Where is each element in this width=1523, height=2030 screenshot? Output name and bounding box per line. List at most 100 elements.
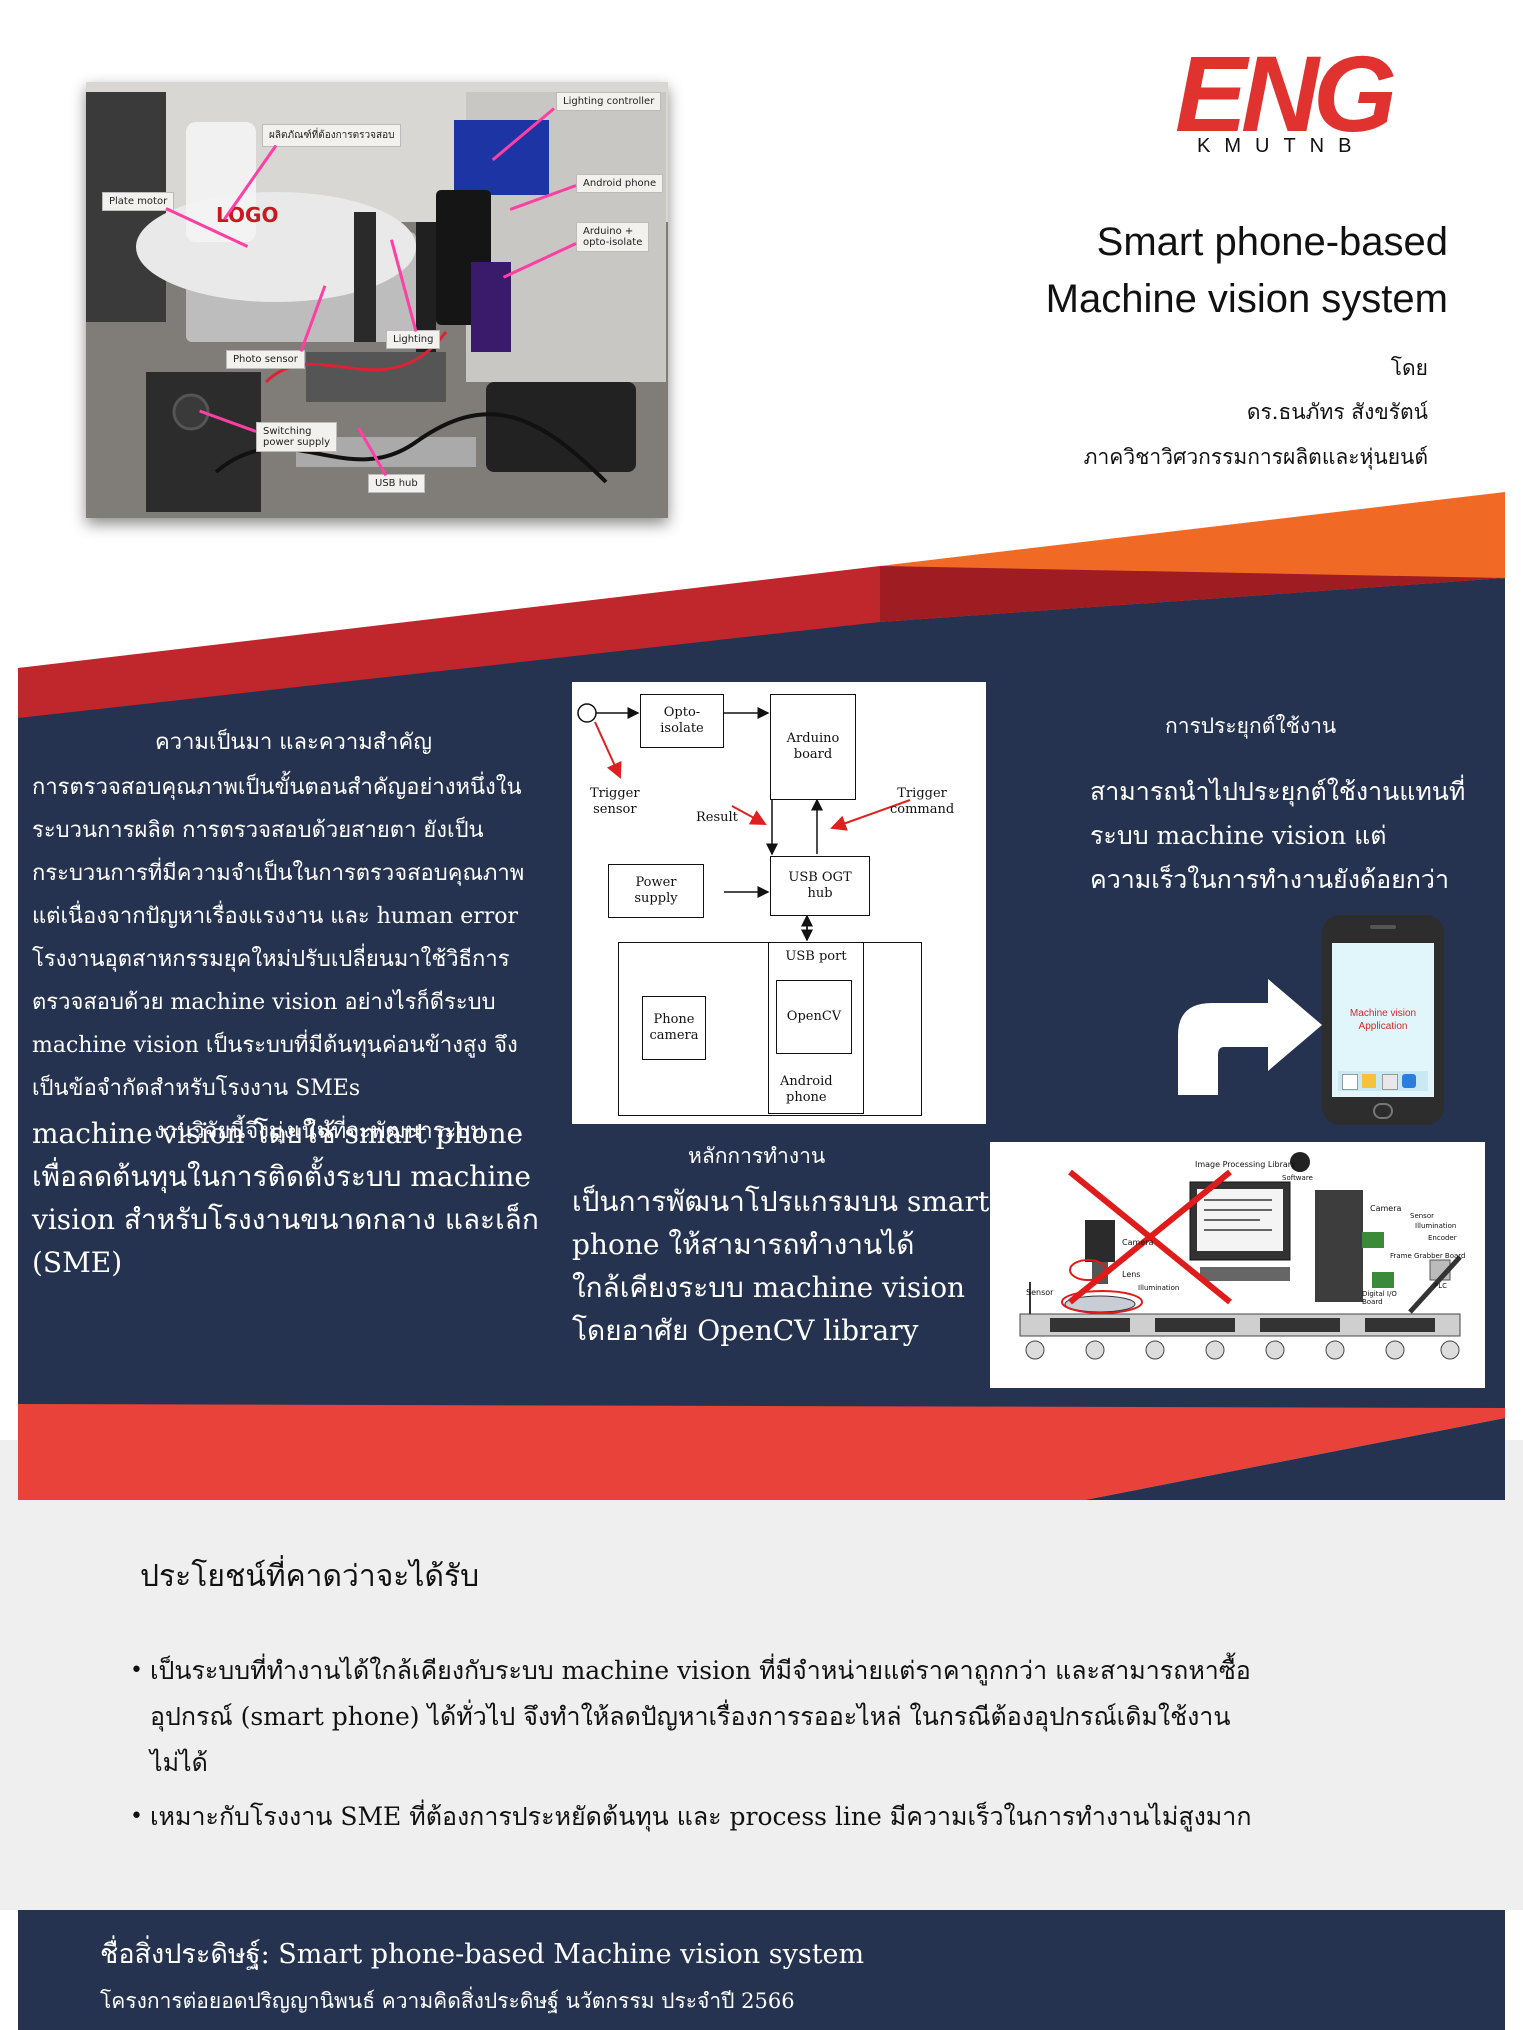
benefit-line: อุปกรณ์ (smart phone) ได้ทั่วไป จึงทำให้… [150, 1702, 1231, 1731]
conveyor-drawing [1019, 1152, 1462, 1360]
title-line-2: Machine vision system [1045, 277, 1448, 321]
background-line: โรงงานอุตสาหกรรมยุคใหม่ปรับเปลี่ยนมาใช้ว… [32, 947, 510, 972]
background-line: เป็นข้อจำกัดสำหรับโรงงาน SMEs [32, 1076, 361, 1101]
background-line-large: เพื่อลดต้นทุนในการติดตั้งระบบ machine [32, 1160, 531, 1193]
phone-home-button [1373, 1103, 1393, 1119]
benefit-line: เหมาะกับโรงงาน SME ที่ต้องการประหยัดต้นท… [150, 1802, 1252, 1831]
contacts-icon [1382, 1074, 1398, 1090]
background-line: การตรวจสอบคุณภาพเป็นขั้นตอนสำคัญอย่างหนึ… [32, 775, 522, 800]
working-line: โดยอาศัย OpenCV library [572, 1314, 919, 1347]
working-line: เป็นการพัฒนาโปรแกรมบน smart [572, 1185, 990, 1218]
benefit-line: ไม่ได้ [150, 1748, 208, 1777]
conveyor-label-encoder: Encoder [1428, 1234, 1457, 1242]
conveyor-label-lens: Lens [1122, 1270, 1141, 1279]
background-line-large: vision สำหรับโรงงานขนาดกลาง และเล็ก [32, 1203, 539, 1236]
logo-kmutnb-text: KMUTNB [1197, 135, 1366, 157]
background-body-large: machine vision โดยใช้ smart phone เพื่อล… [32, 1112, 552, 1284]
benefits-background [0, 1440, 1523, 1910]
curved-arrow-icon [1178, 979, 1322, 1095]
background-body: การตรวจสอบคุณภาพเป็นขั้นตอนสำคัญอย่างหนึ… [32, 766, 552, 1153]
bottle-logo: LOGO [216, 203, 279, 227]
byline-by: โดย [1390, 356, 1428, 380]
notes-icon [1362, 1074, 1376, 1088]
bullet-icon: • [130, 1804, 143, 1829]
callout-switching-power: Switching power supply [256, 422, 338, 452]
background-line-large: machine vision โดยใช้ smart phone [32, 1117, 524, 1150]
application-body: สามารถนำไปประยุกต์ใช้งานแทนที่ ระบบ mach… [1090, 770, 1470, 902]
bottom-red-stripe [18, 1404, 1505, 1500]
background-line: กระบวนการที่มีความจำเป็นในการตรวจสอบคุณภ… [32, 861, 525, 886]
eng-kmutnb-logo: ENG KMUTNB [1175, 40, 1415, 170]
diagram-android-label: Android phone [780, 1074, 833, 1105]
background-line: ระบวนการผลิต การตรวจสอบด้วยสายตา ยังเป็น [32, 818, 484, 843]
photo-illustration [86, 82, 668, 518]
callout-android-phone: Android phone [576, 174, 664, 193]
background-line: ตรวจสอบด้วย machine vision อย่างไรก็ดีระ… [32, 990, 496, 1015]
footer-invention-name: ชื่อสิ่งประดิษฐ์: Smart phone-based Mach… [100, 1939, 865, 1970]
benefit-item-1: • เป็นระบบที่ทำงานได้ใกล้เคียงกับระบบ ma… [130, 1648, 1390, 1786]
diagram-phone-camera: Phone camera [642, 996, 706, 1060]
bottom-navy-corner [1085, 1418, 1505, 1500]
footer-bar [18, 1910, 1505, 2030]
smartphone-illustration: Machine vision Application [1322, 915, 1444, 1125]
callout-lighting: Lighting [386, 330, 441, 349]
footer-project-name: โครงการต่อยอดปริญญานิพนธ์ ความคิดสิ่งประ… [100, 1989, 795, 2013]
diagram-power-supply: Power supply [608, 864, 704, 918]
diagram-result-label: Result [696, 810, 738, 825]
conveyor-label-illumination: Illumination [1138, 1284, 1180, 1292]
diagram-connectors [577, 703, 911, 1033]
block-diagram: Opto- isolate Arduino board Trigger sens… [572, 682, 986, 1124]
callout-usb-hub: USB hub [368, 474, 425, 493]
title-line-1: Smart phone-based [1096, 220, 1448, 264]
phone-speaker [1370, 925, 1396, 929]
phone-screen: Machine vision Application [1332, 943, 1434, 1097]
callout-product: ผลิตภัณฑ์ที่ต้องการตรวจสอบ [262, 124, 402, 147]
background-line: งานวิจัยนี้จึงมุ่งเน้นที่จะพัฒนาระบบ [112, 1119, 485, 1144]
crimson-stripe [18, 566, 880, 718]
background-line-large: (SME) [32, 1246, 123, 1279]
background-line: machine vision เป็นระบบที่มีต้นทุนค่อนข้… [32, 1033, 518, 1058]
traditional-machine-vision-illustration: Image Processing Library Software Camera… [990, 1142, 1485, 1388]
conveyor-label-digital-io: Digital I/O Board [1362, 1290, 1397, 1306]
conveyor-label-frame-grabber: Frame Grabber Board [1390, 1252, 1466, 1260]
callout-lighting-controller: Lighting controller [556, 92, 662, 111]
callout-plate-motor: Plate motor [102, 192, 175, 211]
diagram-arduino-board: Arduino board [770, 694, 856, 800]
conveyor-label-camera-right: Camera [1370, 1204, 1402, 1213]
application-heading: การประยุกต์ใช้งาน [1165, 714, 1337, 738]
diagram-trigger-command-label: Trigger command [890, 786, 955, 817]
working-line: ใกล้เคียงระบบ machine vision [572, 1271, 966, 1304]
callout-arduino: Arduino + opto-isolate [576, 222, 650, 252]
conveyor-label-camera: Camera [1122, 1238, 1154, 1247]
diagram-trigger-sensor-label: Trigger sensor [590, 786, 640, 817]
application-line: สามารถนำไปประยุกต์ใช้งานแทนที่ [1090, 777, 1466, 806]
conveyor-label-library: Image Processing Library [1195, 1160, 1296, 1169]
conveyor-label-illumination-right: Illumination [1415, 1222, 1457, 1230]
phone-dock [1338, 1071, 1428, 1091]
benefit-line: เป็นระบบที่ทำงานได้ใกล้เคียงกับระบบ mach… [150, 1656, 1251, 1685]
application-line: ระบบ machine vision แต่ [1090, 821, 1387, 850]
background-heading: ความเป็นมา และความสำคัญ [155, 730, 432, 755]
logo-eng-text: ENG [1175, 33, 1397, 154]
phone-app-label: Machine vision Application [1349, 1008, 1417, 1032]
setup-photo: LOGO Lighting controller ผลิตภัณฑ์ที่ต้อ… [86, 82, 668, 518]
working-line: phone ให้สามารถทำงานได้ [572, 1228, 915, 1261]
conveyor-label-sensor: Sensor [1026, 1288, 1054, 1297]
benefit-item-2: • เหมาะกับโรงงาน SME ที่ต้องการประหยัดต้… [130, 1794, 1390, 1840]
bullet-icon: • [130, 1658, 143, 1683]
working-body: เป็นการพัฒนาโปรแกรมบน smart phone ให้สาม… [572, 1180, 992, 1352]
conveyor-label-software: Software [1282, 1174, 1313, 1182]
application-line: ความเร็วในการทำงานยังด้อยกว่า [1090, 865, 1450, 894]
byline-author: ดร.ธนภัทร สังขรัตน์ [1246, 400, 1428, 424]
benefits-heading: ประโยชน์ที่คาดว่าจะได้รับ [140, 1559, 480, 1594]
working-heading: หลักการทำงาน [688, 1144, 826, 1168]
calendar-icon [1342, 1074, 1358, 1090]
diagram-opencv: OpenCV [776, 980, 852, 1054]
red-shard [880, 566, 1505, 622]
diagram-usb-otg-hub: USB OGT hub [770, 856, 870, 916]
callout-photo-sensor: Photo sensor [226, 350, 305, 369]
conveyor-label-plc: PLC [1434, 1282, 1448, 1290]
background-line: แต่เนื่องจากปัญหาเรื่องแรงงาน และ human … [32, 904, 519, 929]
diagram-opto-isolate: Opto- isolate [640, 694, 724, 748]
conveyor-label-sensor-right: Sensor [1410, 1212, 1434, 1220]
